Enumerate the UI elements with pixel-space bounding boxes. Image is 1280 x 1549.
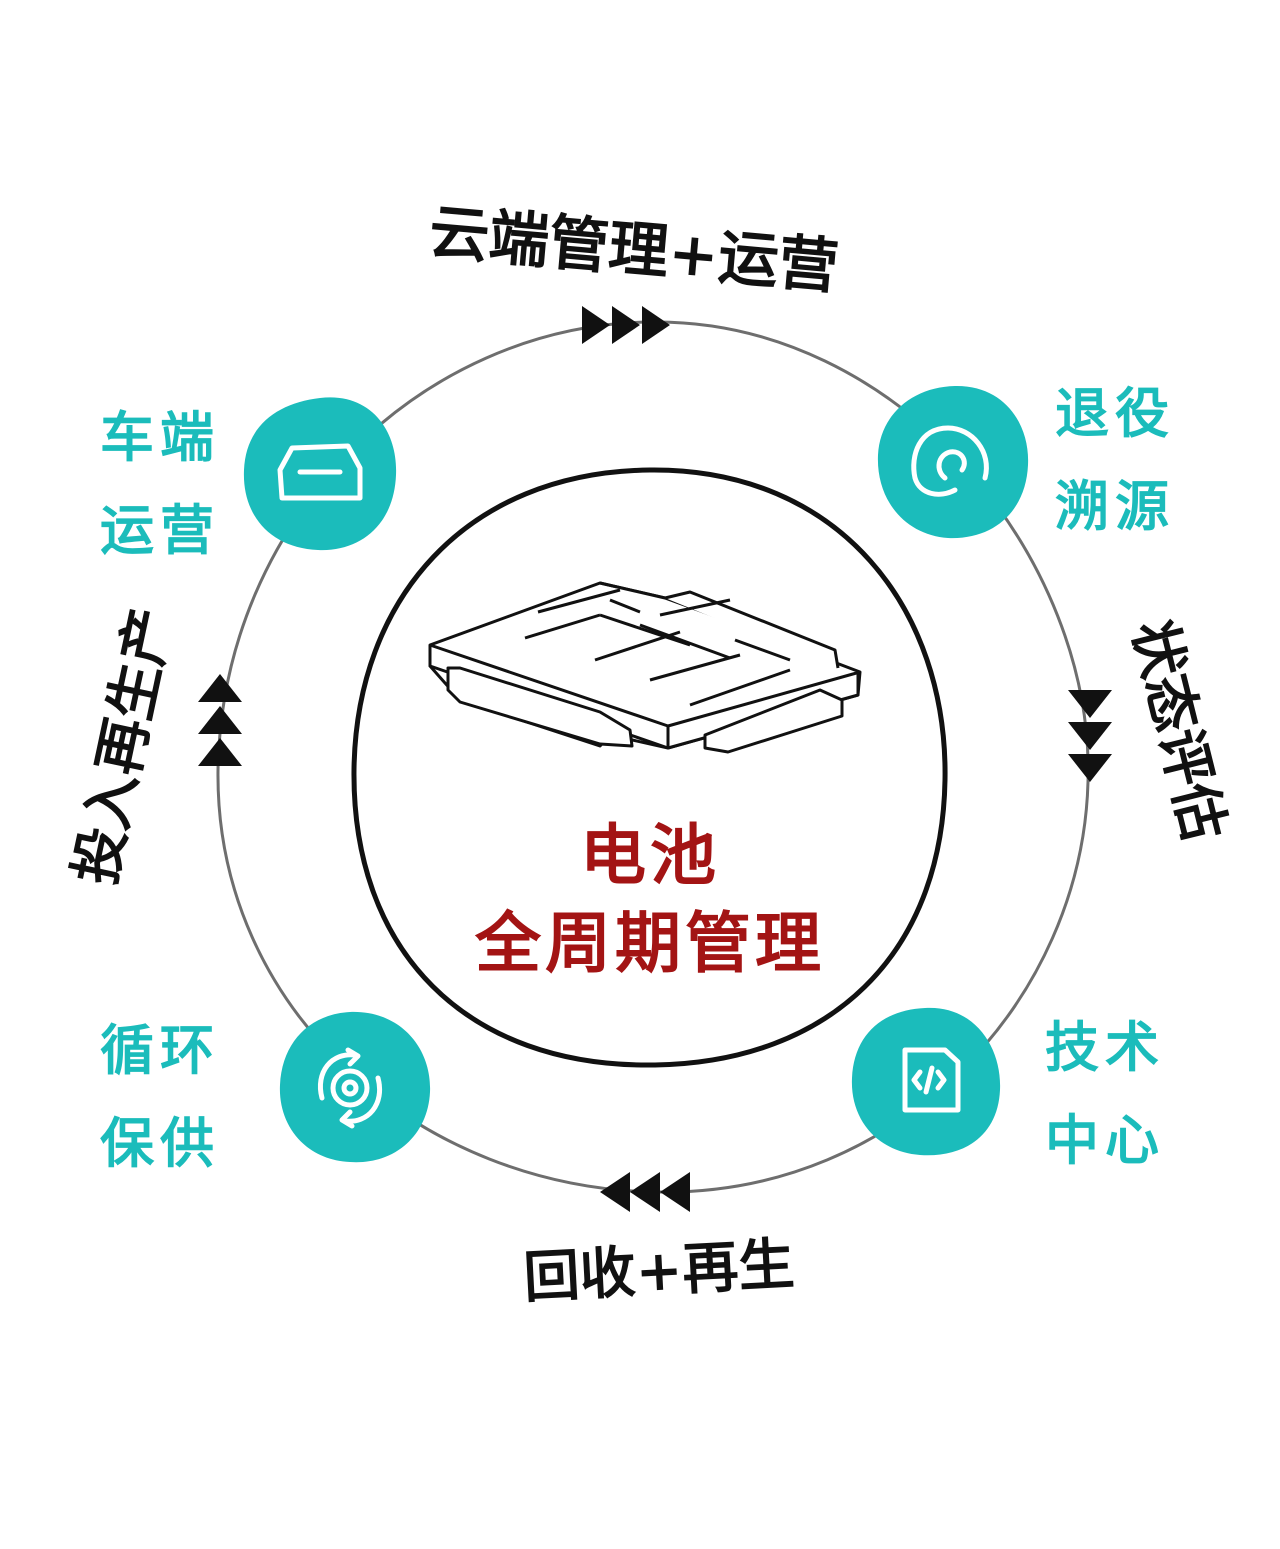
arrow-left-up	[198, 674, 242, 766]
stage-label-right: 状态评估	[1119, 614, 1237, 847]
node-tech-label: 技术 中心	[1045, 1002, 1165, 1188]
stage-label-bottom: 回收+再生	[522, 1231, 796, 1311]
node-recycle-line1: 循环	[100, 1019, 220, 1082]
recycle-icon	[318, 1047, 382, 1129]
node-recycle-line2: 保供	[100, 1111, 220, 1175]
arrow-right-down	[1068, 690, 1112, 782]
node-retire-label: 退役 溯源	[1055, 368, 1175, 554]
stage-label-top: 云端管理+运营	[426, 197, 841, 302]
node-tech-line2: 中心	[1045, 1108, 1165, 1172]
node-vehicle-line1: 车端	[100, 406, 220, 469]
node-tech-blob[interactable]	[851, 1007, 1001, 1156]
stage-label-left: 投入再生产	[62, 602, 185, 890]
node-recycle-label: 循环 保供	[100, 1005, 220, 1191]
node-vehicle-label: 车端 运营	[100, 392, 220, 578]
node-retire-line2: 溯源	[1055, 474, 1175, 538]
node-tech-line1: 技术	[1045, 1016, 1165, 1079]
trace-icon	[911, 425, 989, 497]
battery-pack-icon	[428, 581, 862, 754]
code-file-icon	[902, 1047, 961, 1113]
node-vehicle-line2: 运营	[100, 498, 220, 562]
center-title-line2: 全周期管理	[475, 904, 825, 982]
node-retire-blob[interactable]	[877, 385, 1029, 539]
node-retire-line1: 退役	[1055, 382, 1175, 445]
arrow-bottom-left	[600, 1172, 690, 1212]
car-icon	[277, 443, 363, 501]
arrow-top-right	[582, 306, 670, 344]
center-title-line1: 电池	[580, 816, 720, 894]
